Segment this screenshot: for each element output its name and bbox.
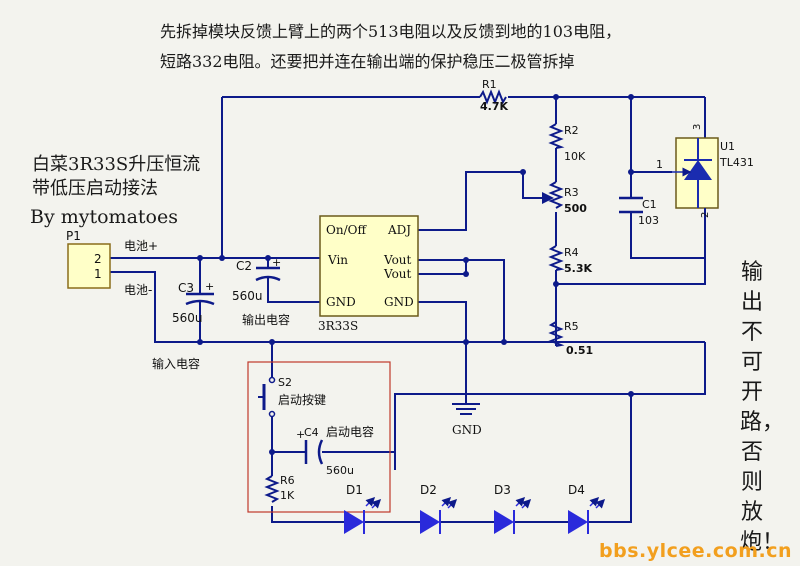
s2-caption: 启动按键 [278, 393, 326, 407]
c4-value: 560u [326, 464, 354, 477]
p1-ref: P1 [66, 229, 81, 243]
d1-label: D1 [346, 483, 363, 497]
r6-ref: R6 [280, 474, 295, 487]
r5-ref: R5 [564, 320, 579, 333]
gnd-label: GND [452, 423, 482, 437]
u1-pin3: 3 [692, 124, 703, 130]
startup-circuit-box [247, 361, 391, 513]
battery-minus-label: 电池- [124, 283, 152, 297]
wires [110, 96, 706, 523]
pin-adj: ADJ [387, 223, 411, 237]
led-d1: D1 [344, 483, 382, 534]
r4-value: 5.3K [564, 262, 592, 275]
led-d2: D2 [420, 483, 458, 534]
d2-label: D2 [420, 483, 437, 497]
u1-pin2: 2 [700, 212, 711, 218]
pin-gnd-right: GND [384, 295, 414, 309]
r4-ref: R4 [564, 246, 579, 259]
module-3r33s: On/Off ADJ Vin Vout Vout GND GND 3R33S [318, 215, 419, 333]
r2-ref: R2 [564, 124, 579, 137]
header-note-line1: 先拆掉模块反馈上臂上的两个513电阻以及反馈到地的103电阻， [160, 22, 622, 41]
resistor-r5: R5 0.51 [548, 320, 593, 357]
watermark: bbs.ylcee.com.cn [599, 540, 792, 562]
title-line2: 带低压启动接法 [32, 178, 158, 199]
d4-label: D4 [568, 483, 585, 497]
svg-text:+: + [272, 256, 281, 269]
pin-onoff: On/Off [326, 223, 367, 237]
c2-caption: 输出电容 [242, 312, 290, 327]
resistor-r6: R6 1K [264, 474, 295, 503]
c4-ref: C4 [304, 426, 319, 439]
r2-value: 10K [564, 150, 586, 163]
capacitor-c1: C1 103 [619, 196, 659, 227]
capacitor-c4: + C4 启动电容 560u [296, 424, 374, 477]
p1-pin2: 2 [94, 252, 102, 266]
u1-ref: U1 [720, 140, 735, 153]
c1-value: 103 [638, 214, 659, 227]
resistor-r1: R1 4.7K [479, 78, 508, 113]
author-credit: By mytomatoes [30, 206, 178, 228]
title-line1: 白菜3R33S升压恒流 [32, 154, 201, 175]
junction-dots [197, 94, 634, 455]
resistor-r4: R4 5.3K [548, 245, 592, 275]
connector-p1: P1 2 1 电池+ 电池- [66, 229, 158, 297]
svg-text:+: + [205, 280, 214, 293]
s2-ref: S2 [278, 376, 292, 389]
led-d3: D3 [494, 483, 532, 534]
pin-gnd-left: GND [326, 295, 356, 309]
output-warning: 输出不可开路，否则放炮！ [740, 260, 785, 555]
r1-ref: R1 [482, 78, 497, 91]
r5-value: 0.51 [566, 344, 593, 357]
shunt-regulator-u1: U1 TL431 1 2 3 [656, 124, 754, 222]
resistor-r2: R2 10K [548, 123, 586, 163]
potentiometer-r3: R3 500 [542, 181, 587, 215]
u1-pin1: 1 [656, 158, 663, 171]
r3-ref: R3 [564, 186, 579, 199]
led-chain: D1 D2 D3 D4 [344, 483, 606, 534]
d3-label: D3 [494, 483, 511, 497]
svg-text:+: + [296, 428, 305, 441]
header-note-line2: 短路332电阻。还要把并连在输出端的保护稳压二极管拆掉 [160, 52, 575, 71]
r3-value: 500 [564, 202, 587, 215]
c3-ref: C3 [178, 281, 194, 295]
capacitor-c2: + C2 560u 输出电容 [232, 256, 290, 327]
capacitor-c3: + C3 560u 输入电容 [152, 280, 215, 371]
r1-value: 4.7K [480, 100, 508, 113]
u1-value: TL431 [719, 156, 754, 169]
c1-ref: C1 [642, 198, 657, 211]
led-d4: D4 [568, 483, 606, 534]
battery-plus-label: 电池+ [124, 239, 158, 253]
c2-value: 560u [232, 289, 263, 303]
p1-pin1: 1 [94, 267, 102, 281]
ground-symbol: GND [452, 403, 482, 437]
r6-value: 1K [280, 489, 295, 502]
pin-vout-2: Vout [383, 267, 412, 281]
c4-caption: 启动电容 [326, 424, 374, 439]
pushbutton-s2: S2 启动按键 [258, 376, 326, 418]
pin-vin: Vin [327, 253, 348, 267]
c3-caption: 输入电容 [152, 356, 200, 371]
module-name: 3R33S [318, 319, 358, 333]
c3-value: 560u [172, 311, 203, 325]
pin-vout-1: Vout [383, 253, 412, 267]
c2-ref: C2 [236, 259, 252, 273]
